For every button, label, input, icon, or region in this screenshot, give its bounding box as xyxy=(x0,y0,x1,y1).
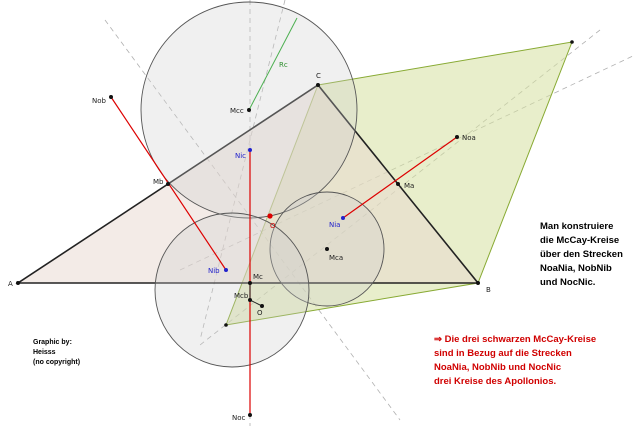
point-b xyxy=(476,281,480,285)
label-nob: Nob xyxy=(92,97,107,105)
credit-line: Graphic by: xyxy=(33,339,72,346)
label-b: B xyxy=(486,286,491,294)
mccay-circle-b xyxy=(154,212,310,368)
description-red-line: sind in Bezug auf die Strecken xyxy=(434,348,572,359)
label-rc: Rc xyxy=(279,61,288,69)
black-points xyxy=(16,40,574,417)
label-mca: Mca xyxy=(329,254,343,262)
description-red-line: ⇒ Die drei schwarzen McCay-Kreise xyxy=(434,334,597,345)
point-nob xyxy=(109,95,113,99)
label-a: A xyxy=(8,280,13,288)
blue-points xyxy=(224,148,345,272)
label-noa: Noa xyxy=(462,134,476,142)
point-mb xyxy=(166,182,170,186)
label-nib: Nib xyxy=(208,267,220,275)
description-black-line: über den Strecken xyxy=(540,249,623,260)
label-o: O xyxy=(257,309,263,317)
credit-line: Heisss xyxy=(33,349,56,356)
point-ma xyxy=(396,182,400,186)
point-mcb xyxy=(248,298,252,302)
segment-noa-nia xyxy=(342,136,458,219)
credit-line: (no copyright) xyxy=(33,359,81,366)
label-ma: Ma xyxy=(404,182,414,190)
point-mcc xyxy=(247,108,251,112)
dark-segments xyxy=(249,283,263,307)
point-nib xyxy=(224,268,228,272)
point-noc xyxy=(248,413,252,417)
label-c: C xyxy=(316,72,321,80)
description-black-line: und NocNic. xyxy=(540,277,596,288)
label-mcb: Mcb xyxy=(234,292,249,300)
point-o-red xyxy=(267,213,273,219)
description-red: ⇒ Die drei schwarzen McCay-Kreise sind i… xyxy=(434,333,596,389)
label-mcc: Mcc xyxy=(230,107,244,115)
radius-rc xyxy=(248,17,298,111)
label-o-red: O xyxy=(270,222,276,230)
label-nic: Nic xyxy=(235,152,246,160)
description-red-line: drei Kreise des Apollonios. xyxy=(434,376,557,387)
dashed-line-1 xyxy=(104,19,401,421)
point-nia xyxy=(341,216,345,220)
credit-text: Graphic by: Heisss (no copyright) xyxy=(33,338,80,368)
point-mca xyxy=(325,247,329,251)
label-nia: Nia xyxy=(329,221,340,229)
point-mc xyxy=(248,281,252,285)
point-a xyxy=(16,281,20,285)
segment-mcb-o xyxy=(249,299,263,307)
description-black: Man konstruiere die McCay-Kreise über de… xyxy=(540,220,623,290)
label-mc: Mc xyxy=(253,273,263,281)
point-quad-bottom xyxy=(224,323,228,327)
point-noa xyxy=(455,135,459,139)
description-black-line: NoaNia, NobNib xyxy=(540,263,612,274)
description-black-line: Man konstruiere xyxy=(540,221,614,232)
point-c xyxy=(316,83,320,87)
point-quad-top xyxy=(570,40,574,44)
label-mb: Mb xyxy=(153,178,164,186)
point-nic xyxy=(248,148,252,152)
description-red-line: NoaNia, NobNib und NocNic xyxy=(434,362,562,373)
label-noc: Noc xyxy=(232,414,246,422)
description-black-line: die McCay-Kreise xyxy=(540,235,620,246)
point-o xyxy=(260,304,264,308)
